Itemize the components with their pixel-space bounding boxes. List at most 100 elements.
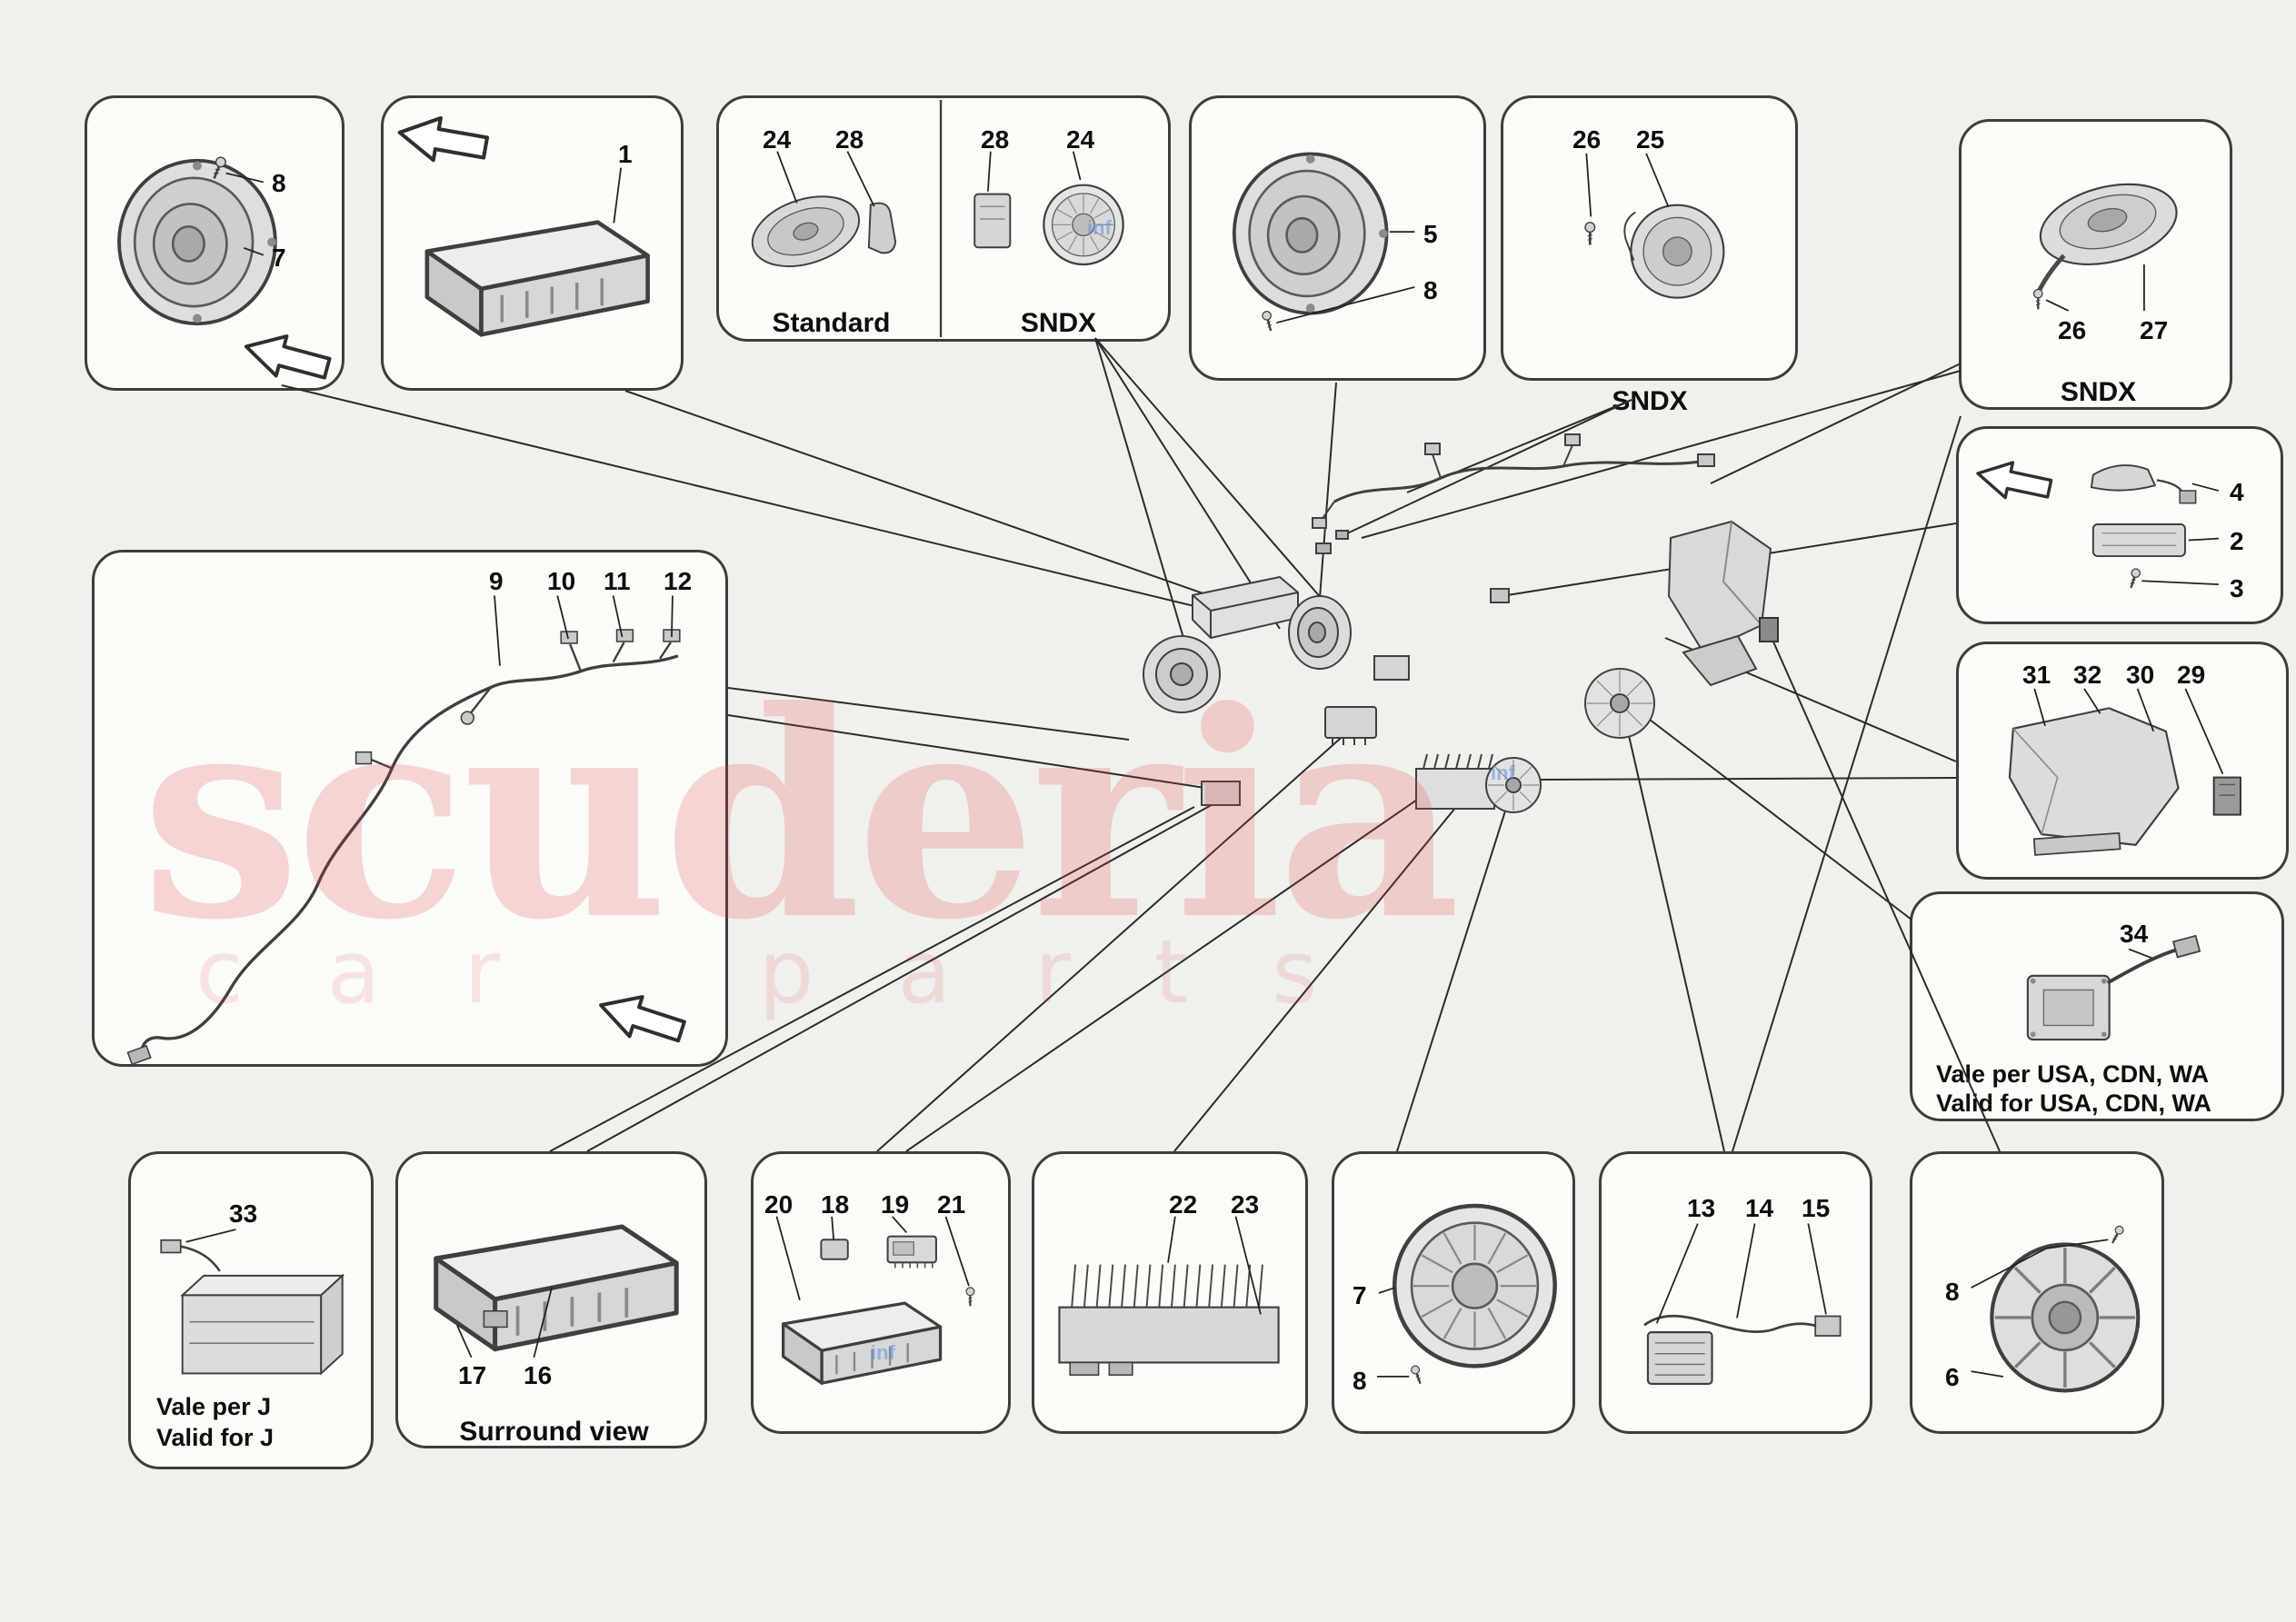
harness-cable-icon [1333, 459, 1706, 503]
module-icon [1646, 1331, 1713, 1386]
cable-icon [1643, 1314, 1827, 1333]
amplifier-illustration [1058, 1216, 1280, 1376]
part-number: 11 [604, 567, 631, 595]
part-number: 31 [2022, 661, 2051, 689]
panel-tweeter-sndx: 26 25 [1501, 95, 1798, 381]
grommet-icon [460, 711, 475, 725]
duct-illustration [2008, 688, 2241, 856]
panel-head-unit: 1 [381, 95, 684, 391]
variant-caption: SNDX [1612, 386, 1688, 416]
mid-speaker-illustration [1232, 152, 1415, 333]
speaker-icon [1394, 1206, 1554, 1366]
speaker-icon [117, 158, 278, 326]
panel-mic-cable: 13 14 15 [1599, 1151, 1872, 1434]
watermark-info-mark: inf [1491, 761, 1515, 784]
part-number: 30 [2126, 661, 2155, 689]
speaker-icon [1232, 152, 1390, 315]
cd-changer-icon [181, 1294, 323, 1375]
part-number: 19 [881, 1190, 910, 1219]
part-number: 7 [1353, 1281, 1367, 1309]
rear-shelf-speaker-illustration [1376, 1154, 1572, 1387]
wiring-harness-illustration [126, 595, 725, 1064]
part-number: 4 [2230, 478, 2244, 506]
part-number: 26 [2058, 316, 2087, 344]
panel-speaker-rear: 8 6 [1910, 1151, 2164, 1434]
screw-icon [1409, 1363, 1425, 1387]
head-unit-icon [427, 223, 648, 335]
module-icon [1373, 655, 1410, 681]
head-unit-icon [1192, 575, 1299, 640]
module-icon [1324, 706, 1377, 739]
sensor-icon [820, 1239, 849, 1260]
direction-arrow-icon [241, 327, 333, 388]
speaker-clip-icon [867, 202, 897, 254]
connector-icon [354, 751, 373, 765]
speaker-icon [1584, 668, 1655, 739]
ecu-icon [436, 1227, 676, 1349]
part-number: 5 [1423, 220, 1438, 248]
speaker-icon [1143, 635, 1221, 713]
part-number: 28 [835, 125, 864, 154]
direction-arrow-icon [1972, 454, 2055, 508]
part-number: 8 [1353, 1367, 1367, 1395]
market-note: Valid for USA, CDN, WA [1936, 1090, 2212, 1117]
antenna-modules-illustration [1972, 454, 2220, 591]
module-icon [1201, 781, 1241, 806]
part-number: 15 [1802, 1194, 1831, 1222]
panel-cd-changer: 33 Vale per J Valid for J [128, 1151, 374, 1469]
panel-surround-view: 17 16 Surround view [395, 1151, 707, 1448]
variant-caption: Surround view [459, 1417, 649, 1447]
connector-icon [160, 1239, 182, 1254]
part-number: 32 [2073, 661, 2102, 689]
connector-icon [1069, 1361, 1100, 1376]
duct-icon [1667, 520, 1772, 654]
variant-caption: Standard [772, 308, 891, 338]
panel-control-modules: 20 18 19 21 [751, 1151, 1011, 1434]
center-assembly-illustration [1143, 433, 1779, 813]
part-number: 18 [821, 1190, 850, 1219]
mic-cable-illustration [1643, 1223, 1842, 1386]
duct-icon [1682, 634, 1758, 687]
head-unit-illustration [384, 98, 681, 388]
speaker-icon [1288, 595, 1352, 670]
connector-icon [126, 1044, 152, 1064]
harness-cable-icon [140, 654, 679, 1057]
screw-icon [2125, 566, 2142, 591]
usa-module-illustration [2026, 934, 2201, 1041]
part-number: 34 [2120, 920, 2149, 948]
cd-changer-illustration [160, 1229, 345, 1376]
panel-antenna-modules: 4 2 3 [1956, 426, 2283, 624]
amplifier-icon [1058, 1306, 1280, 1364]
part-number: 23 [1231, 1190, 1260, 1219]
connector-icon [2171, 934, 2201, 959]
bracket-icon [1490, 588, 1510, 603]
subwoofer-rear-illustration [1971, 1223, 2161, 1431]
ecu-icon [781, 1301, 943, 1385]
direction-arrow-icon [594, 986, 688, 1051]
control-modules-illustration [775, 1216, 975, 1385]
amplifier-icon [1415, 768, 1495, 810]
panel-duct: 31 32 30 29 [1956, 642, 2289, 880]
screw-icon [1260, 309, 1276, 333]
part-number: 13 [1687, 1194, 1716, 1222]
part-number: 6 [1945, 1363, 1960, 1391]
part-number: 17 [458, 1361, 487, 1389]
speaker-icon [1992, 1244, 2138, 1390]
panel-usa-module: 34 Vale per USA, CDN, WA Valid for USA, … [1910, 891, 2284, 1121]
panel-standard-sndx: 24 28 28 24 Standard SNDX [716, 95, 1171, 342]
connector-icon [1108, 1361, 1133, 1376]
screw-icon [2107, 1223, 2126, 1247]
speaker-icon [1043, 184, 1124, 266]
antenna-icon [2090, 464, 2157, 492]
market-note: Vale per J [156, 1393, 272, 1420]
connector-icon [1759, 617, 1779, 642]
duct-icon [2008, 707, 2180, 846]
part-number: 1 [618, 140, 633, 168]
part-number: 22 [1169, 1190, 1198, 1219]
market-note: Valid for J [156, 1424, 275, 1451]
part-number: 29 [2177, 661, 2206, 689]
part-number: 27 [2140, 316, 2169, 344]
part-number: 3 [2230, 574, 2244, 602]
variant-caption: SNDX [2060, 377, 2137, 407]
